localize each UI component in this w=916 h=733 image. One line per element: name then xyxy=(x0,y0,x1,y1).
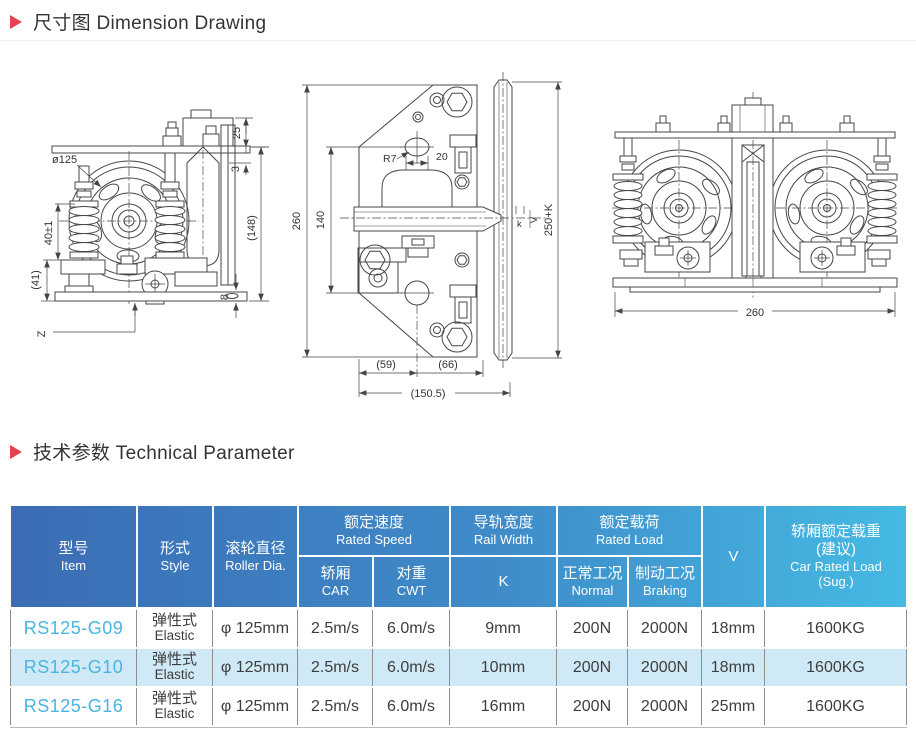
dim-label-3: 3 xyxy=(230,166,242,172)
cell-normal-load: 200N xyxy=(557,610,628,647)
table-bottom-border xyxy=(10,727,907,728)
header-car: 轿厢 CAR xyxy=(298,556,373,608)
table-row: RS125-G16 弹性式 Elastic φ 125mm 2.5m/s 6.0… xyxy=(10,688,907,725)
cell-car-rated-load: 1600KG xyxy=(765,649,907,686)
header-item: 型号 Item xyxy=(10,505,137,608)
dim-label-8: 8 xyxy=(219,294,231,300)
cell-item: RS125-G09 xyxy=(10,610,137,647)
dimension-drawing-side-view: ø125 25 3 (148) 40±1 (41) Z 8 xyxy=(30,109,269,337)
cell-cwt-speed: 6.0m/s xyxy=(373,610,450,647)
cell-car-rated-load: 1600KG xyxy=(765,610,907,647)
divider xyxy=(0,40,916,41)
cell-car-rated-load: 1600KG xyxy=(765,688,907,725)
dimension-drawing-front-view: 260 140 R7 20 k V 250+K (59) (66) (150.5… xyxy=(291,72,562,400)
front-view-dimensions xyxy=(302,81,562,397)
cell-style: 弹性式 Elastic xyxy=(137,649,213,686)
front-view-linework xyxy=(340,72,548,368)
header-k: K xyxy=(450,556,557,608)
section-title: 技术参数 Technical Parameter xyxy=(33,443,295,464)
technical-parameter-table: 型号 Item 形式 Style 滚轮直径 Roller Dia. 额定速度 R… xyxy=(10,505,907,728)
cell-v: 25mm xyxy=(702,688,765,725)
header-car-rated-load: 轿厢额定载重 (建议) Car Rated Load (Sug.) xyxy=(765,505,907,608)
dim-label-148: (148) xyxy=(246,215,258,241)
header-style: 形式 Style xyxy=(137,505,213,608)
side-view-dimensions xyxy=(41,117,269,333)
dim-label-20: 20 xyxy=(436,151,448,163)
header-v: V xyxy=(702,505,765,608)
dim-label-140: 140 xyxy=(315,211,327,229)
cell-cwt-speed: 6.0m/s xyxy=(373,688,450,725)
cell-braking-load: 2000N xyxy=(628,649,702,686)
cell-v: 18mm xyxy=(702,649,765,686)
side-view-labels: ø125 25 3 (148) 40±1 (41) Z 8 xyxy=(30,127,258,337)
table-row: RS125-G10 弹性式 Elastic φ 125mm 2.5m/s 6.0… xyxy=(10,649,907,686)
table-header: 型号 Item 形式 Style 滚轮直径 Roller Dia. 额定速度 R… xyxy=(10,505,907,608)
cell-normal-load: 200N xyxy=(557,688,628,725)
table-row: RS125-G09 弹性式 Elastic φ 125mm 2.5m/s 6.0… xyxy=(10,610,907,647)
header-rated-speed: 额定速度 Rated Speed xyxy=(298,505,450,556)
cell-rail-width: 16mm xyxy=(450,688,557,725)
dim-label-59: (59) xyxy=(376,359,396,371)
header-rail-width: 导轨宽度 Rail Width xyxy=(450,505,557,556)
dim-label-250k: 250+K xyxy=(543,203,555,236)
front-view-labels: 260 140 R7 20 k V 250+K (59) (66) (150.5… xyxy=(291,151,555,400)
cell-item: RS125-G16 xyxy=(10,688,137,725)
cell-v: 18mm xyxy=(702,610,765,647)
cell-roller-dia: φ 125mm xyxy=(213,688,298,725)
section-heading-dimension: 尺寸图 Dimension Drawing xyxy=(10,8,266,35)
dim-label-260: 260 xyxy=(291,212,303,230)
table-body: RS125-G09 弹性式 Elastic φ 125mm 2.5m/s 6.0… xyxy=(10,610,907,725)
dim-label-dia: ø125 xyxy=(52,154,77,166)
double-view-dimensions xyxy=(614,292,896,317)
cell-item: RS125-G10 xyxy=(10,649,137,686)
dim-label-40: 40±1 xyxy=(43,221,55,245)
dim-label-r7: R7 xyxy=(383,153,397,165)
cell-braking-load: 2000N xyxy=(628,610,702,647)
red-triangle-bullet-icon xyxy=(10,444,22,459)
dim-label-66: (66) xyxy=(438,359,458,371)
cell-style: 弹性式 Elastic xyxy=(137,688,213,725)
dim-label-v: V xyxy=(529,216,540,223)
section-heading-technical: 技术参数 Technical Parameter xyxy=(10,438,295,465)
cell-car-speed: 2.5m/s xyxy=(298,610,373,647)
cell-normal-load: 200N xyxy=(557,649,628,686)
header-braking: 制动工况 Braking xyxy=(628,556,702,608)
header-roller-dia: 滚轮直径 Roller Dia. xyxy=(213,505,298,608)
cell-rail-width: 10mm xyxy=(450,649,557,686)
cell-rail-width: 9mm xyxy=(450,610,557,647)
side-view-linework xyxy=(51,109,251,305)
header-cwt: 对重 CWT xyxy=(373,556,450,608)
dimension-drawing-double-view: 260 xyxy=(612,92,898,319)
dim-label-41: (41) xyxy=(30,270,42,290)
cell-cwt-speed: 6.0m/s xyxy=(373,649,450,686)
dim-label-k: k xyxy=(517,219,522,230)
dim-label-1505: (150.5) xyxy=(411,388,446,400)
cell-car-speed: 2.5m/s xyxy=(298,649,373,686)
cell-car-speed: 2.5m/s xyxy=(298,688,373,725)
dim-label-25: 25 xyxy=(231,127,243,139)
header-rated-load: 额定载荷 Rated Load xyxy=(557,505,702,556)
cell-roller-dia: φ 125mm xyxy=(213,649,298,686)
header-normal: 正常工况 Normal xyxy=(557,556,628,608)
section-title: 尺寸图 Dimension Drawing xyxy=(33,13,267,34)
cell-style: 弹性式 Elastic xyxy=(137,610,213,647)
dim-label-z: Z xyxy=(36,330,48,337)
double-view-linework xyxy=(612,92,898,300)
cell-roller-dia: φ 125mm xyxy=(213,610,298,647)
dim-label-260-bottom: 260 xyxy=(746,307,764,319)
red-triangle-bullet-icon xyxy=(10,14,22,29)
cell-braking-load: 2000N xyxy=(628,688,702,725)
